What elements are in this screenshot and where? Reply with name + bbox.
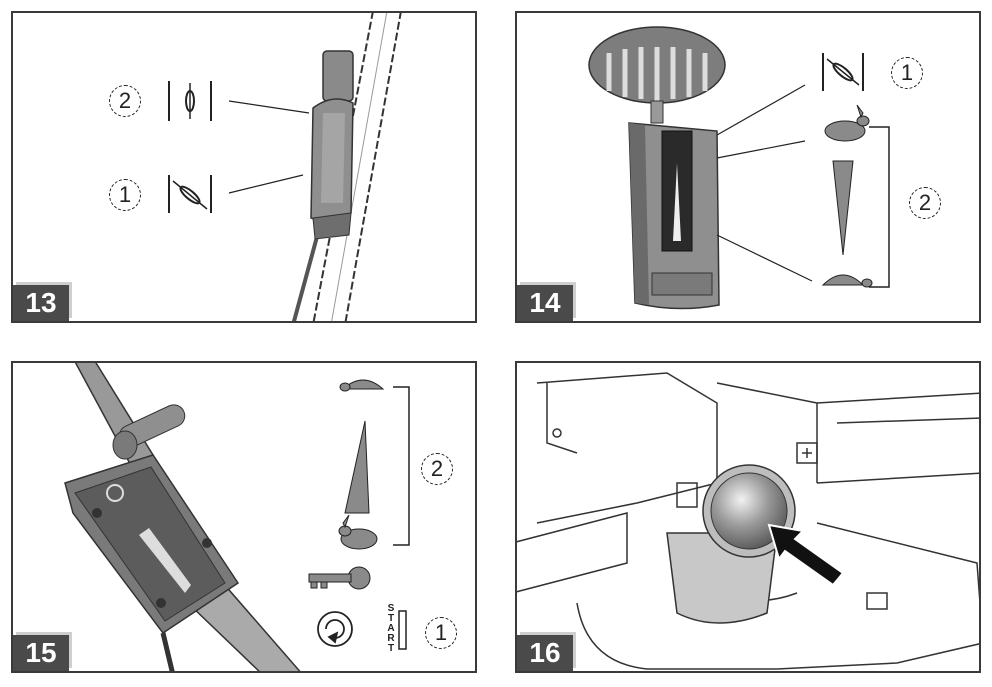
key-icon xyxy=(308,566,371,590)
callout-2: 2 xyxy=(909,187,941,219)
panel-15-illustration xyxy=(64,363,410,671)
panel-13-illustration xyxy=(168,13,402,321)
range-bracket xyxy=(393,386,410,546)
figure-number: 16 xyxy=(517,635,573,671)
panel-13: 2 1 13 xyxy=(11,11,477,323)
figure-number: 13 xyxy=(13,285,69,321)
choke-closed-icon xyxy=(168,175,212,213)
panel-16-illustration xyxy=(517,372,979,670)
start-label: S T A R T xyxy=(387,603,395,654)
figure-number: 14 xyxy=(517,285,573,321)
callout-1: 1 xyxy=(425,617,457,649)
speed-wedge xyxy=(344,420,370,514)
hare-fast-icon xyxy=(338,514,378,550)
cable xyxy=(292,232,320,321)
arrow-pointer-icon xyxy=(767,523,845,587)
throttle-knob xyxy=(112,404,186,460)
start-indicator-bar xyxy=(398,610,407,650)
panel-14: 1 2 14 xyxy=(515,11,981,323)
throttle-knob xyxy=(588,26,726,124)
tortoise-slow-icon xyxy=(821,274,873,288)
callout-1: 1 xyxy=(891,57,923,89)
speed-wedge xyxy=(832,160,854,256)
panel-14-illustration xyxy=(588,26,890,310)
callout-2: 2 xyxy=(109,85,141,117)
engine-frame xyxy=(517,372,979,670)
throttle-control-body xyxy=(628,122,720,310)
callout-2: 2 xyxy=(421,453,453,485)
figure-number: 15 xyxy=(13,635,69,671)
choke-lever xyxy=(310,50,354,240)
range-bracket xyxy=(869,126,890,288)
choke-closed-icon xyxy=(822,53,864,91)
throttle-control-plate xyxy=(64,454,240,635)
panel-15: S T A R T 2 1 15 xyxy=(11,361,477,673)
rotate-start-icon xyxy=(317,611,353,647)
panel-16: 16 xyxy=(515,361,981,673)
tortoise-slow-icon xyxy=(339,379,385,392)
choke-open-icon xyxy=(168,81,212,121)
callout-1: 1 xyxy=(109,179,141,211)
hare-fast-icon xyxy=(824,104,870,142)
